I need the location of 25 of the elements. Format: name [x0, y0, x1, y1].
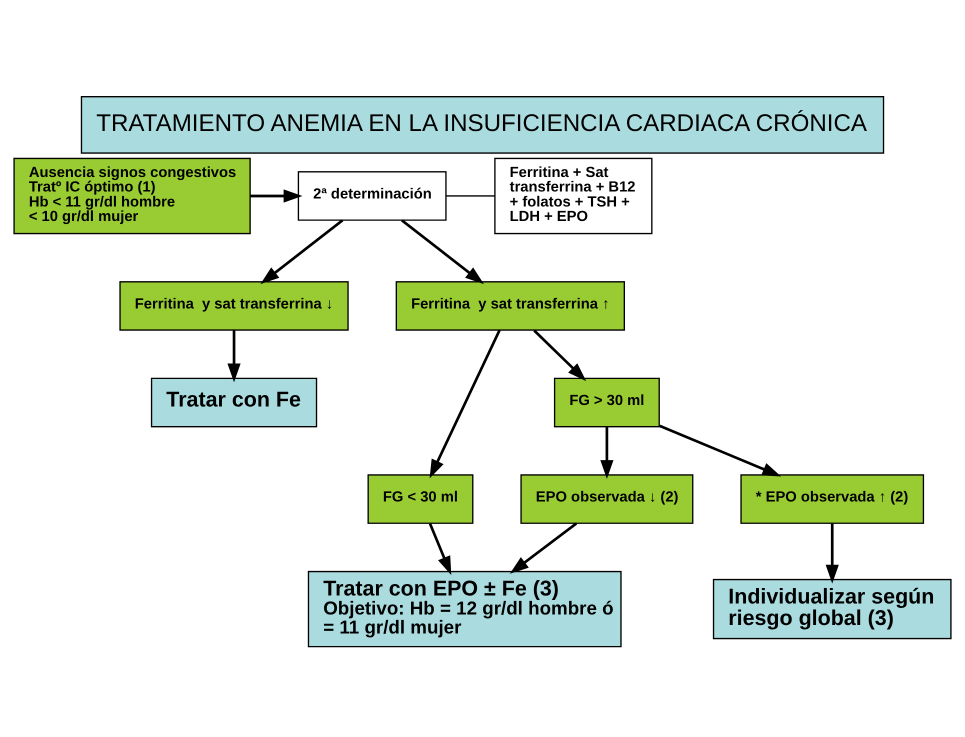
arrow — [533, 329, 586, 381]
arrow — [227, 330, 241, 382]
arrow — [826, 523, 839, 584]
arrow — [401, 218, 484, 284]
node-box: Individualizar según riesgo global (3) — [712, 578, 952, 639]
node-box: * EPO observada ↑ (2) — [740, 474, 924, 524]
arrow — [430, 329, 501, 478]
arrow — [600, 426, 614, 478]
node-box: Ausencia signos congestivos Tratº IC óptimo (1) Hb < 11 gr/dl hombre < 10 gr/dl mujer — [13, 157, 251, 234]
arrow — [659, 424, 782, 476]
arrow — [250, 188, 302, 202]
node-box: Ferritina y sat transferrina ↑ — [396, 280, 625, 330]
node-box: Ferritina + Sat transferrina + B12 + folatos + TSH + LDH + EPO — [494, 157, 652, 234]
node-box: Ferritina y sat transferrina ↓ — [119, 280, 349, 330]
node-box: FG > 30 ml — [554, 377, 660, 427]
node-box: Tratar con Fe — [150, 377, 318, 427]
node-box: Tratar con EPO ± Fe (3) Objetivo: Hb = 12 gr/dl hombre ó = 11 gr/dl mujer — [308, 570, 622, 647]
arrow — [510, 522, 578, 574]
connector — [446, 194, 495, 196]
arrow — [260, 218, 344, 284]
arrow — [428, 522, 452, 575]
diagram-title: TRATAMIENTO ANEMIA EN LA INSUFICIENCIA CARDIACA CRÓNICA — [96, 109, 868, 136]
node-box: FG < 30 ml — [368, 474, 474, 524]
node-box: 2ª determinación — [298, 170, 447, 220]
node-box: EPO observada ↓ (2) — [520, 474, 694, 524]
